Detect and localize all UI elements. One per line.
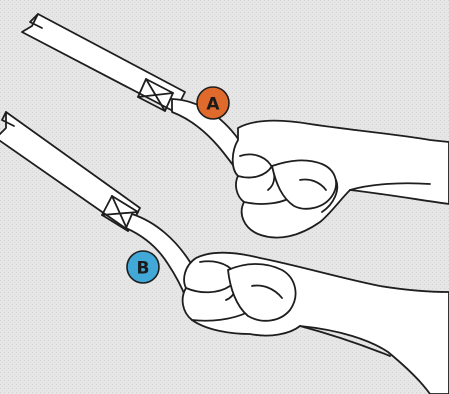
- upper-thumb: [271, 159, 337, 210]
- label-b-marker: B: [126, 250, 160, 284]
- upper-thumb-crease: [299, 178, 327, 191]
- lower-strap: [0, 111, 141, 231]
- lower-strap-end-tab: [1, 111, 15, 127]
- lower-arm-and-sling: [0, 111, 449, 394]
- lower-thumb: [227, 263, 297, 322]
- lower-thumb-crease: [251, 284, 283, 299]
- label-b-circle: [126, 250, 160, 284]
- upper-stitch-box: [137, 78, 174, 112]
- lower-stitch-box: [101, 195, 139, 232]
- upper-arm-and-sling: [21, 13, 449, 239]
- upper-wrist-line: [349, 182, 431, 191]
- label-a-marker: A: [196, 86, 230, 120]
- label-a-circle: [196, 86, 230, 120]
- upper-forearm: [231, 119, 449, 239]
- lower-arm-contour: [299, 325, 391, 357]
- upper-strap-end-tab: [29, 13, 43, 29]
- label-b-text: B: [137, 259, 150, 279]
- label-a-text: A: [206, 95, 220, 115]
- upper-fingers: [237, 153, 339, 213]
